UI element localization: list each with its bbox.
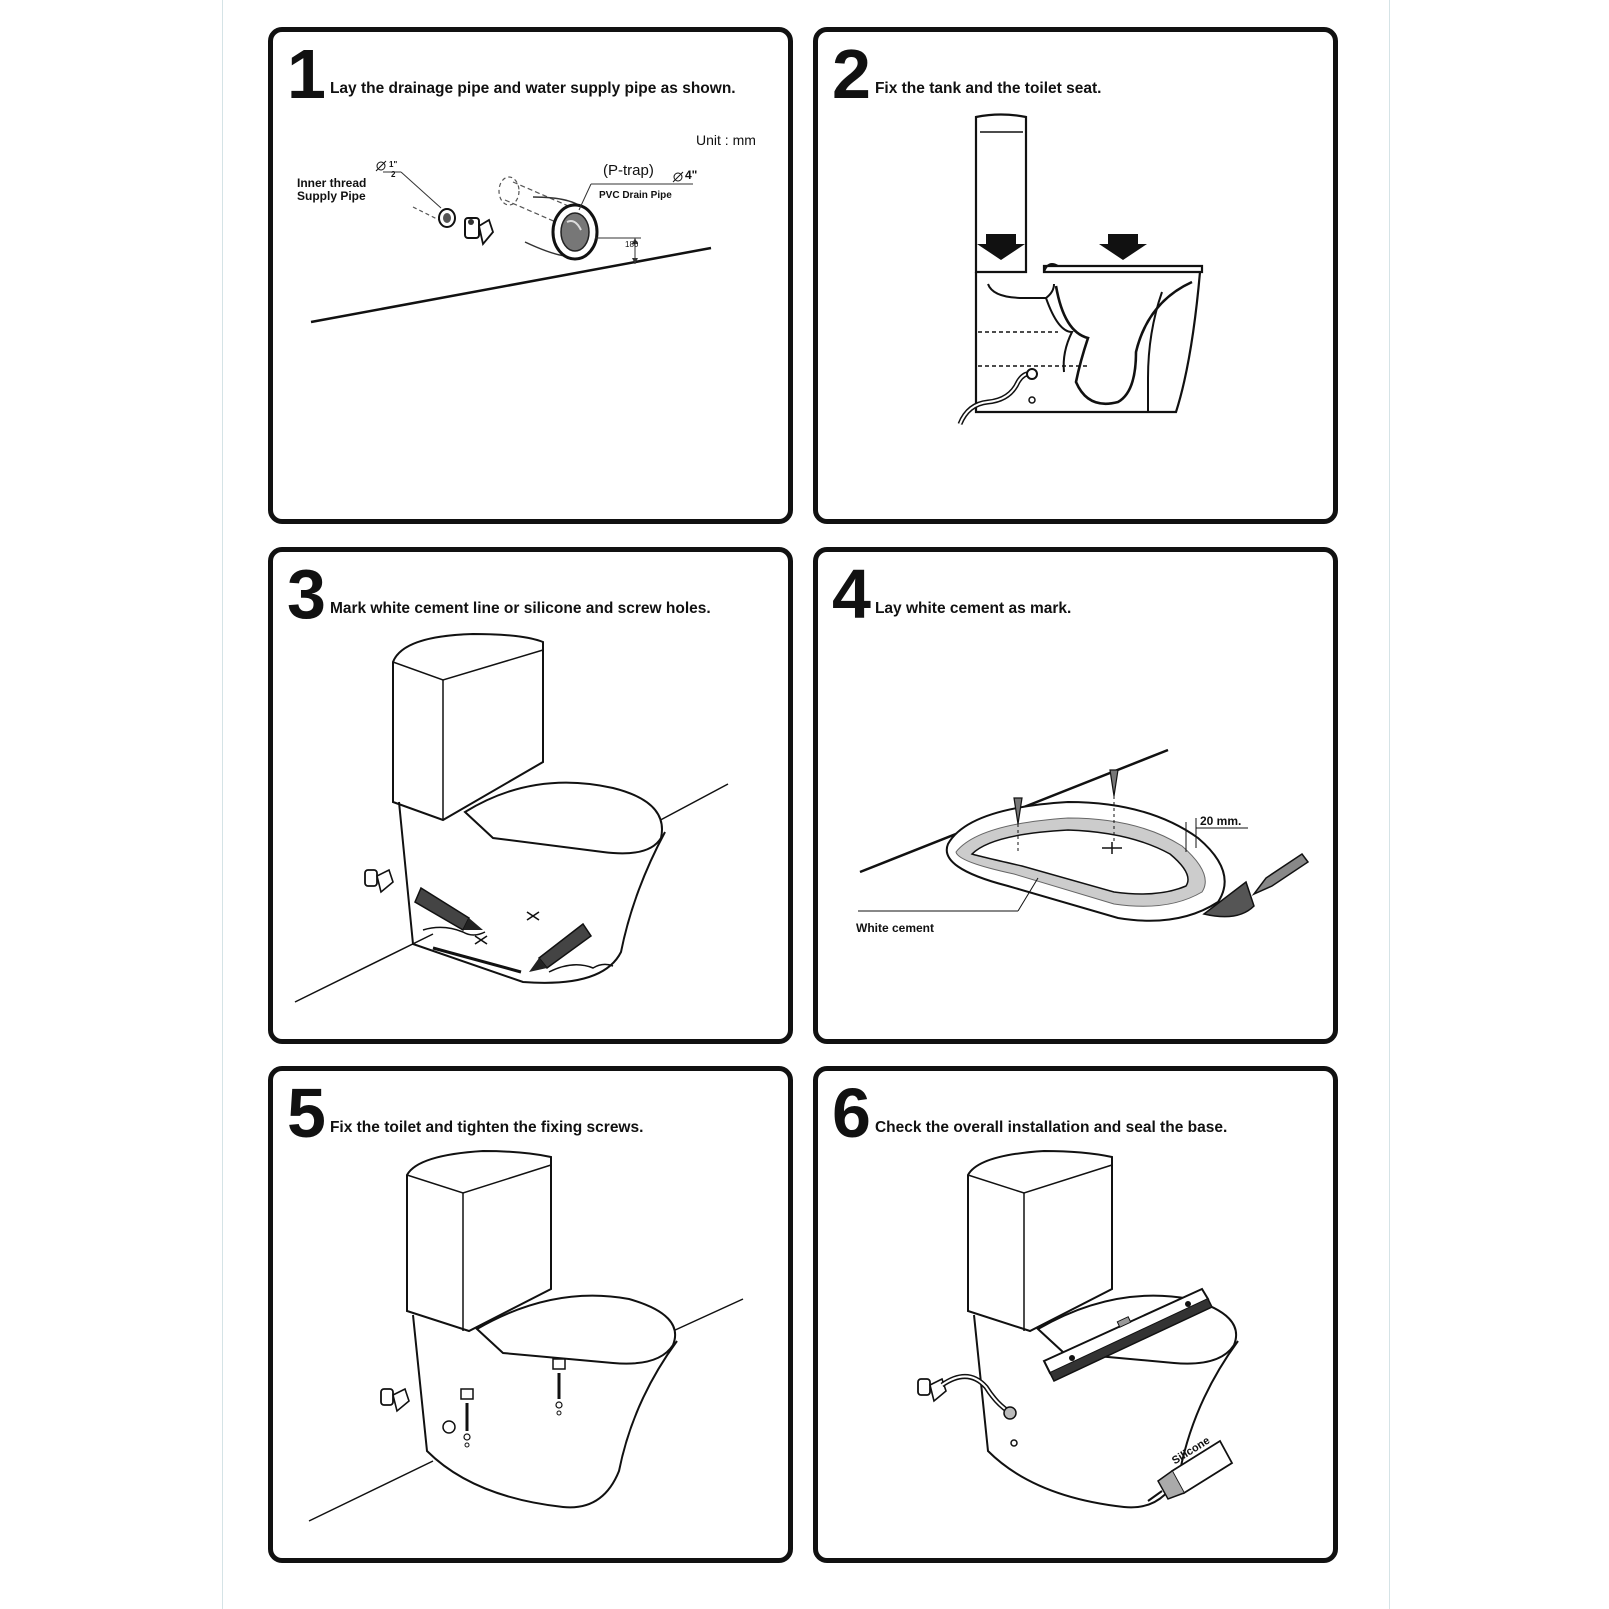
supply-pipe-label-line2: Supply Pipe — [297, 189, 366, 203]
width-label: 20 mm. — [1200, 814, 1242, 828]
step-caption: Lay white cement as mark. — [874, 600, 1072, 618]
unit-label: Unit : mm — [696, 132, 756, 148]
drain-size-label: 4" — [685, 168, 698, 182]
step-number: 3 — [287, 555, 326, 633]
step-6-illustration — [917, 1149, 1239, 1509]
step-1-heading: 1 Lay the drainage pipe and water supply… — [287, 35, 736, 113]
step-6-heading: 6 Check the overall installation and sea… — [832, 1074, 1228, 1152]
step-2-illustration — [957, 113, 1204, 426]
step-caption: Check the overall installation and seal … — [874, 1119, 1228, 1137]
step-4-heading: 4 Lay white cement as mark. — [832, 555, 1072, 633]
step-5-heading: 5 Fix the toilet and tighten the fixing … — [287, 1074, 644, 1152]
step-3-panel: 3 Mark white cement line or silicone and… — [268, 547, 793, 1044]
white-cement-label: White cement — [856, 921, 935, 935]
height-label: 180 — [625, 240, 639, 249]
step-number: 2 — [832, 35, 871, 113]
step-number: 6 — [832, 1074, 871, 1152]
step-5-illustration — [308, 1149, 744, 1522]
step-1-panel: 1 Lay the drainage pipe and water supply… — [268, 27, 793, 524]
step-caption: Fix the toilet and tighten the fixing sc… — [329, 1119, 644, 1137]
step-number: 5 — [287, 1074, 326, 1152]
step-2-heading: 2 Fix the tank and the toilet seat. — [832, 35, 1102, 113]
step-2-panel: 2 Fix the tank and the toilet seat. — [813, 27, 1338, 524]
step-4-panel: 4 Lay white cement as mark. 20 mm. White… — [813, 547, 1338, 1044]
supply-size-denominator: 2 — [391, 170, 396, 179]
drain-pipe-label: PVC Drain Pipe — [599, 190, 672, 201]
step-3-heading: 3 Mark white cement line or silicone and… — [287, 555, 711, 633]
supply-size-numerator: 1" — [389, 160, 398, 169]
step-number: 4 — [832, 555, 871, 633]
step-caption: Mark white cement line or silicone and s… — [329, 600, 711, 618]
instruction-sheet: 1 Lay the drainage pipe and water supply… — [222, 0, 1390, 1609]
step-caption: Lay the drainage pipe and water supply p… — [329, 80, 736, 98]
step-1-illustration — [310, 160, 712, 324]
step-caption: Fix the tank and the toilet seat. — [874, 80, 1102, 98]
step-6-panel: 6 Check the overall installation and sea… — [813, 1066, 1338, 1563]
step-number: 1 — [287, 35, 326, 113]
step-3-illustration — [294, 632, 729, 1003]
supply-pipe-label-line1: Inner thread — [297, 176, 367, 190]
step-4-illustration — [858, 748, 1310, 922]
step-5-panel: 5 Fix the toilet and tighten the fixing … — [268, 1066, 793, 1563]
ptrap-label: (P-trap) — [603, 162, 654, 179]
